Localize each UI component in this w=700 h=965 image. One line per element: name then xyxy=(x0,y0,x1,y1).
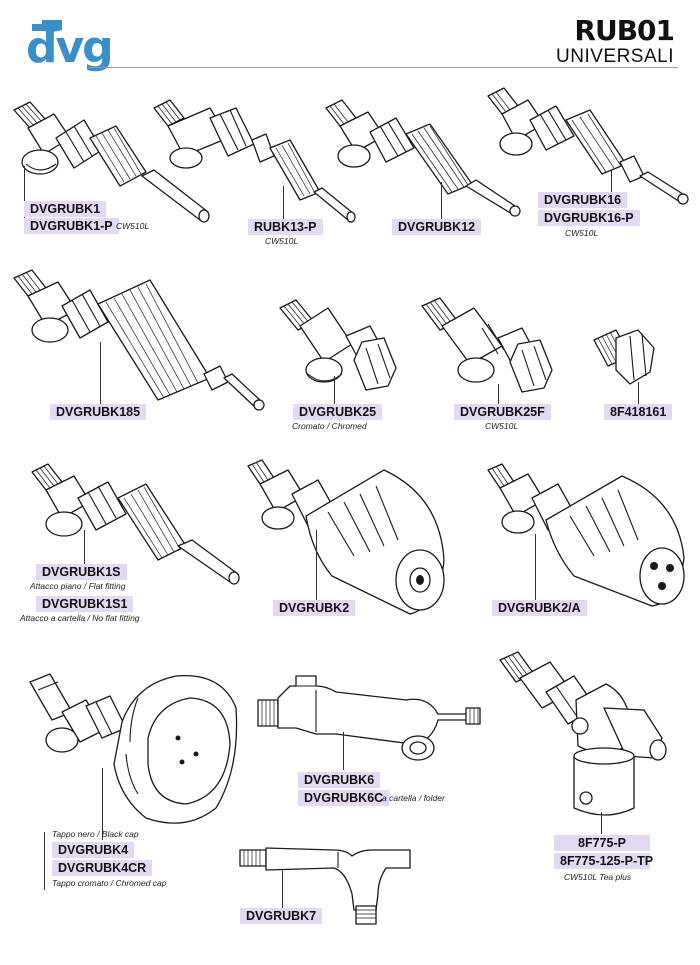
valve-drawing-rubk25f xyxy=(418,294,556,394)
product-note: CW510L xyxy=(265,236,299,246)
leader-line xyxy=(102,768,103,840)
plug-drawing-8f418161 xyxy=(590,326,660,388)
product-note: CW510L xyxy=(116,221,150,231)
product-code: DVGRUBK7 xyxy=(240,908,323,924)
valve-drawing-rubk16 xyxy=(484,84,694,214)
product-code: DVGRUBK1-P xyxy=(24,218,119,234)
product-code: 8F775-125-P-TP xyxy=(554,853,653,869)
leader-line xyxy=(611,170,612,194)
product-note: Attacco a cartella / No flat fitting xyxy=(20,613,140,623)
leader-line xyxy=(283,186,284,219)
leader-line xyxy=(334,376,335,404)
header-rule xyxy=(88,67,678,68)
leader-line xyxy=(24,166,25,230)
valve-drawing-rubk25 xyxy=(274,296,400,394)
product-note: a cartella / folder xyxy=(382,793,445,803)
product-code: DVGRUBK6C xyxy=(298,790,390,806)
product-code: DVGRUBK16-P xyxy=(538,210,640,226)
valve-drawing-rubk2a xyxy=(484,460,692,608)
valve-drawing-rubk7 xyxy=(238,840,414,928)
leader-line xyxy=(282,870,283,908)
product-code: DVGRUBK25 xyxy=(293,404,383,420)
product-code: DVGRUBK12 xyxy=(392,219,482,235)
valve-drawing-rubk1s xyxy=(28,460,246,590)
product-note: CW510L xyxy=(485,421,519,431)
valve-drawing-rubk4 xyxy=(26,668,242,832)
product-code: DVGRUBK4CR xyxy=(52,860,153,876)
page-title: UNIVERSALI xyxy=(556,46,674,67)
product-code: DVGRUBK1 xyxy=(24,201,107,217)
valve-drawing-rubk185 xyxy=(10,266,270,416)
leader-line xyxy=(638,382,639,404)
product-note: Tappo cromato / Chromed cap xyxy=(52,878,167,888)
valve-drawing-rubk1 xyxy=(8,98,213,226)
product-code: RUBK13-P xyxy=(248,219,323,235)
product-code: DVGRUBK6 xyxy=(298,772,381,788)
product-code: DVGRUBK2 xyxy=(273,600,356,616)
leader-line xyxy=(316,530,317,600)
product-code: DVGRUBK185 xyxy=(50,404,147,420)
valve-drawing-rubk2 xyxy=(244,456,450,616)
product-note: Attacco piano / Flat fitting xyxy=(30,581,126,591)
product-code: DVGRUBK2/A xyxy=(492,600,587,616)
dvg-logo xyxy=(32,20,62,32)
leader-line xyxy=(601,812,602,834)
product-note: Cromato / Chromed xyxy=(292,421,367,431)
product-code: DVGRUBK1S xyxy=(36,564,127,580)
leader-line xyxy=(100,342,101,404)
leader-line xyxy=(343,732,344,770)
product-code: DVGRUBK1S1 xyxy=(36,596,134,612)
leader-line xyxy=(84,530,85,564)
valve-drawing-rubk6 xyxy=(256,670,488,770)
product-code: 8F418161 xyxy=(604,404,673,420)
product-note: CW510L xyxy=(565,228,599,238)
valve-drawing-rubk12 xyxy=(322,96,527,220)
valve-drawing-rubk13 xyxy=(150,96,360,224)
logo-text: dvg xyxy=(26,22,114,73)
product-note: CW510L Tea plus xyxy=(564,872,632,882)
product-note: Tappo nero / Black cap xyxy=(52,829,139,839)
leader-line xyxy=(441,182,442,219)
valve-drawing-8f775 xyxy=(494,648,674,824)
product-code: DVGRUBK25F xyxy=(454,404,551,420)
product-code: DVGRUBK16 xyxy=(538,192,628,208)
leader-line xyxy=(498,384,499,404)
leader-line xyxy=(535,534,536,600)
product-code: 8F775-P xyxy=(554,835,650,851)
page-code: RUB01 xyxy=(574,14,675,47)
leader-line xyxy=(44,832,45,890)
product-code: DVGRUBK4 xyxy=(52,842,135,858)
